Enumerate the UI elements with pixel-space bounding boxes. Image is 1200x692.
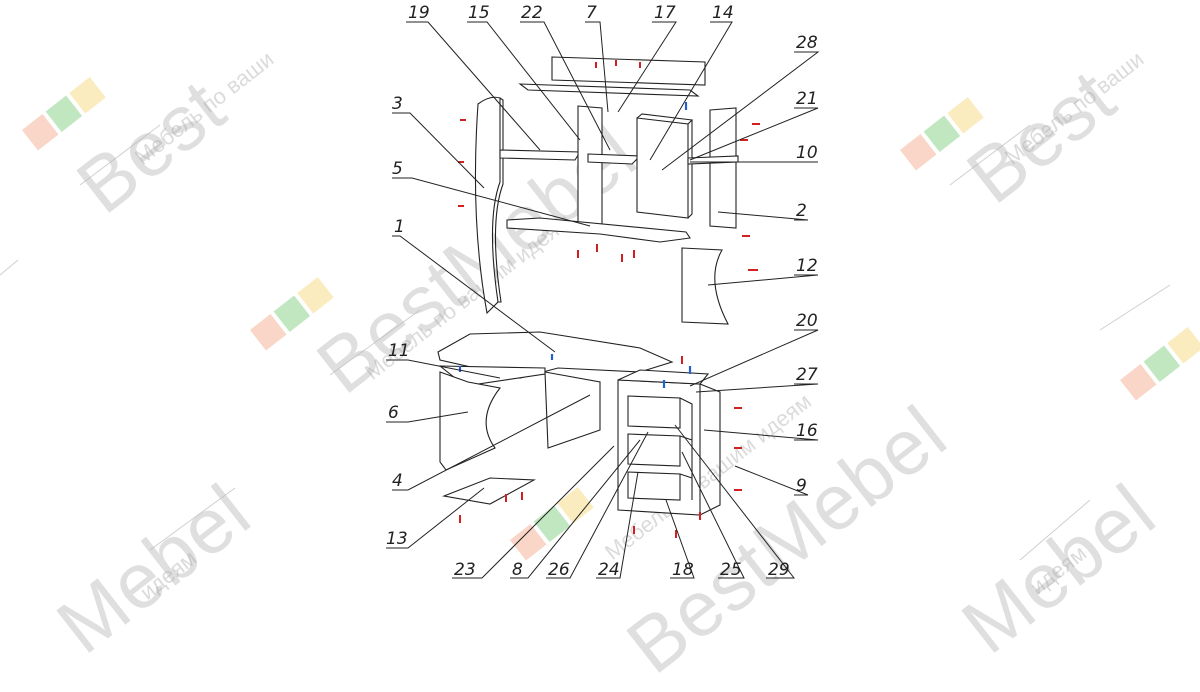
- part-5-shelf: [506, 217, 691, 243]
- assembly-diagram: Best Мебель по ваши BestMebel Мебель по …: [0, 3, 1200, 690]
- callout-6: 6: [388, 403, 399, 423]
- part-13-shelf: [441, 477, 536, 505]
- callout-4: 4: [392, 471, 403, 491]
- watermark-logo-icon: [509, 487, 594, 561]
- watermark-logo-icon: [22, 77, 106, 151]
- part-20-top: [617, 369, 710, 385]
- watermark-logos: [22, 77, 1200, 561]
- callout-22: 22: [521, 3, 543, 23]
- callout-2: 2: [796, 201, 807, 221]
- part-15-partition: [577, 105, 603, 229]
- callout-14: 14: [712, 3, 734, 23]
- callout-7: 7: [586, 3, 597, 23]
- callout-13: 13: [386, 529, 408, 549]
- part-7-top-board: [551, 56, 706, 86]
- callout-3: 3: [392, 94, 403, 114]
- callout-10: 10: [796, 143, 818, 163]
- part-22-shelf: [587, 153, 642, 165]
- callout-15: 15: [468, 3, 490, 23]
- callout-8: 8: [512, 560, 523, 580]
- part-2-right-side: [709, 107, 737, 229]
- callout-1: 1: [394, 217, 405, 237]
- leader-lines: [386, 21, 820, 579]
- part-17-shelf: [518, 83, 700, 97]
- drawer-3: [627, 471, 681, 501]
- watermark-logo-icon: [1120, 327, 1200, 401]
- callout-11: 11: [388, 341, 410, 361]
- part-19-shelf: [499, 149, 581, 161]
- part-3-left-side: [474, 96, 501, 315]
- part-12-side: [681, 247, 729, 325]
- callout-18: 18: [672, 560, 694, 580]
- callout-28: 28: [796, 33, 818, 53]
- desk: [437, 331, 721, 516]
- drawer-2: [627, 433, 681, 467]
- callout-23: 23: [454, 560, 476, 580]
- callout-27: 27: [796, 365, 818, 385]
- callout-21: 21: [796, 89, 818, 109]
- watermark-rules: [0, 124, 1171, 561]
- hardware-connectors: [458, 102, 692, 388]
- hardware-fasteners: [458, 60, 760, 538]
- callout-29: 29: [768, 560, 790, 580]
- drawer-1: [627, 395, 681, 429]
- callout-25: 25: [720, 560, 742, 580]
- watermark-logo-icon: [250, 277, 334, 351]
- callout-12: 12: [796, 256, 818, 276]
- callout-5: 5: [392, 159, 403, 179]
- part-21-shelf: [687, 155, 739, 165]
- callout-26: 26: [548, 560, 570, 580]
- callout-20: 20: [796, 311, 818, 331]
- callout-19: 19: [408, 3, 430, 23]
- callout-9: 9: [796, 476, 807, 496]
- callout-24: 24: [598, 560, 620, 580]
- watermark-logo-icon: [900, 97, 984, 171]
- part-6-left-leg: [439, 371, 501, 471]
- part-4-modesty-panel: [544, 371, 601, 449]
- part-14-cabinet: [636, 117, 689, 219]
- exploded-view-drawing: [0, 21, 1200, 579]
- callout-17: 17: [654, 3, 676, 23]
- callout-16: 16: [796, 421, 818, 441]
